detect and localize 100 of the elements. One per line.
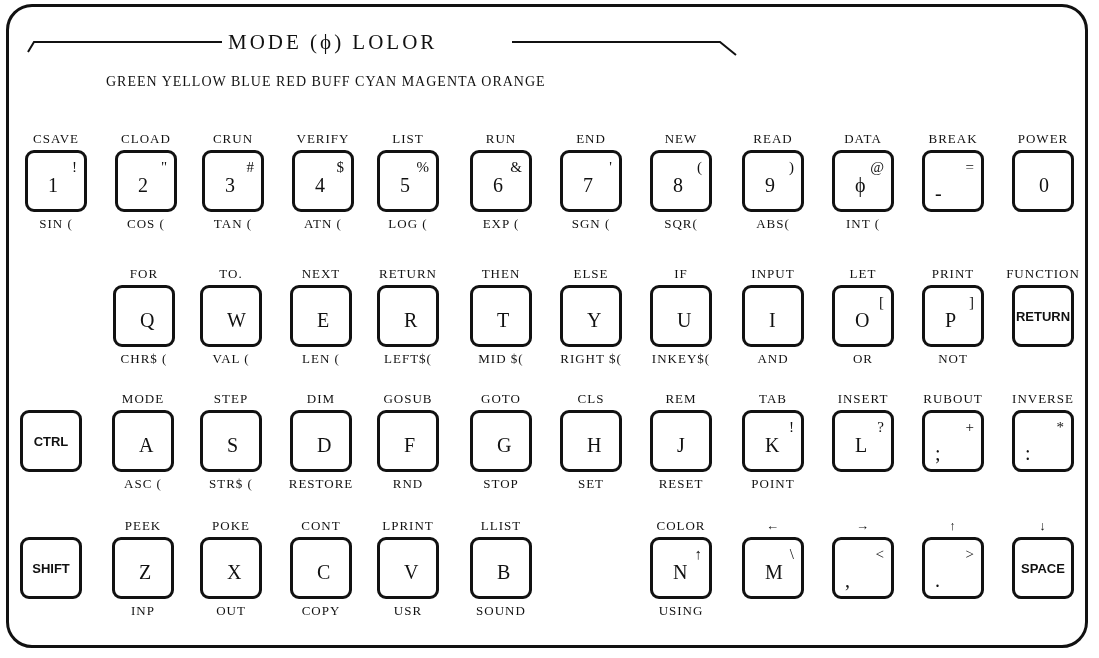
shift-symbol: * — [1056, 420, 1064, 435]
keyword-label: SGN ( — [570, 216, 612, 232]
key-character: - — [935, 183, 942, 203]
keyword-label: RETURN — [378, 266, 438, 282]
keyword-label: TAB — [758, 391, 788, 407]
keyword-label: BREAK — [927, 131, 979, 147]
key-character: K — [765, 435, 780, 455]
keyword-label: OUT — [215, 603, 247, 619]
keyboard-key — [200, 285, 262, 347]
keyword-label: NOT — [937, 351, 969, 367]
key-character: 4 — [315, 175, 325, 195]
keyboard-key — [377, 410, 439, 472]
keyword-label: PRINT — [930, 266, 976, 282]
keyword-label: INPUT — [750, 266, 796, 282]
keyboard-key — [200, 537, 262, 599]
keyword-label: SIN ( — [38, 216, 74, 232]
keyword-label: NEW — [663, 131, 699, 147]
shift-symbol: % — [416, 160, 429, 175]
key-character: : — [1025, 443, 1031, 463]
keyword-label: ASC ( — [123, 476, 163, 492]
keyword-label: REM — [664, 391, 698, 407]
keyword-label: DIM — [305, 391, 337, 407]
keyword-label: CSAVE — [32, 131, 80, 147]
shift-symbol: $ — [336, 160, 344, 175]
keyboard-key — [470, 410, 532, 472]
keyboard-key — [650, 150, 712, 212]
keyboard-key — [115, 150, 177, 212]
keyword-label: ↑ — [948, 518, 958, 534]
key-character: E — [317, 310, 330, 330]
keyword-label: CHR$ ( — [119, 351, 169, 367]
keyboard-key — [25, 150, 87, 212]
keyword-label: MID $( — [477, 351, 525, 367]
keyword-label: READ — [752, 131, 794, 147]
keyword-label: ↓ — [1038, 518, 1048, 534]
shift-symbol: " — [160, 160, 167, 175]
keyboard-key — [560, 150, 622, 212]
key-label: SHIFT — [31, 560, 71, 576]
keyword-label: CONT — [300, 518, 342, 534]
key-character: M — [765, 562, 783, 582]
key-character: 0 — [1039, 175, 1049, 195]
keyword-label: INVERSE — [1011, 391, 1075, 407]
keyword-label: POWER — [1016, 131, 1070, 147]
keyword-label: RUN — [484, 131, 518, 147]
keyword-label: LEN ( — [301, 351, 341, 367]
keyword-label: INP — [130, 603, 156, 619]
key-label: CTRL — [32, 433, 70, 449]
keyword-label: PEEK — [123, 518, 163, 534]
keyboard-key — [650, 537, 712, 599]
keyboard-key — [560, 285, 622, 347]
keyword-label: OR — [851, 351, 875, 367]
shift-symbol: \ — [789, 547, 794, 562]
keyword-label: COPY — [300, 603, 342, 619]
keyboard-key — [560, 410, 622, 472]
key-character: Y — [587, 310, 602, 330]
keyword-label: NEXT — [300, 266, 342, 282]
shift-symbol: & — [510, 160, 522, 175]
keyword-label: SQR( — [663, 216, 699, 232]
keyboard-key — [742, 537, 804, 599]
key-character: N — [673, 562, 688, 582]
key-character: 3 — [225, 175, 235, 195]
keyword-label: FOR — [128, 266, 160, 282]
key-character: 6 — [493, 175, 503, 195]
key-character: Q — [140, 310, 155, 330]
key-character: I — [769, 310, 776, 330]
keyboard-key — [832, 410, 894, 472]
keyword-label: USING — [657, 603, 705, 619]
keyword-label: ← — [765, 518, 781, 534]
key-character: 7 — [583, 175, 593, 195]
keyboard-key — [1012, 150, 1074, 212]
shift-symbol: ' — [609, 160, 612, 175]
keyboard-key — [742, 410, 804, 472]
keyboard-key — [742, 150, 804, 212]
keyboard-key — [292, 150, 354, 212]
keyboard-key — [290, 285, 352, 347]
keyword-label: ATN ( — [303, 216, 343, 232]
key-character: X — [227, 562, 242, 582]
key-character: 2 — [138, 175, 148, 195]
key-character: A — [139, 435, 154, 455]
keyword-label: IF — [673, 266, 689, 282]
key-character: B — [497, 562, 511, 582]
keyword-label: CRUN — [211, 131, 255, 147]
keyword-label: LOG ( — [387, 216, 429, 232]
heading: MODE (ϕ) LOLOR — [228, 30, 438, 55]
keyword-label: INT ( — [845, 216, 881, 232]
key-character: O — [855, 310, 870, 330]
keyword-label: LPRINT — [381, 518, 435, 534]
shift-symbol: + — [965, 420, 974, 435]
keyword-label: RIGHT $( — [559, 351, 623, 367]
keyboard-key — [650, 410, 712, 472]
keyword-label: GOTO — [480, 391, 522, 407]
keyword-label: LIST — [391, 131, 425, 147]
key-character: F — [404, 435, 416, 455]
keyboard-key — [112, 537, 174, 599]
keyboard-key — [1012, 537, 1074, 599]
keyboard-key — [1012, 285, 1074, 347]
keyboard-key — [470, 150, 532, 212]
shift-symbol: # — [246, 160, 254, 175]
keyword-label: GOSUB — [382, 391, 434, 407]
keyword-label: TAN ( — [212, 216, 254, 232]
key-character: U — [677, 310, 692, 330]
